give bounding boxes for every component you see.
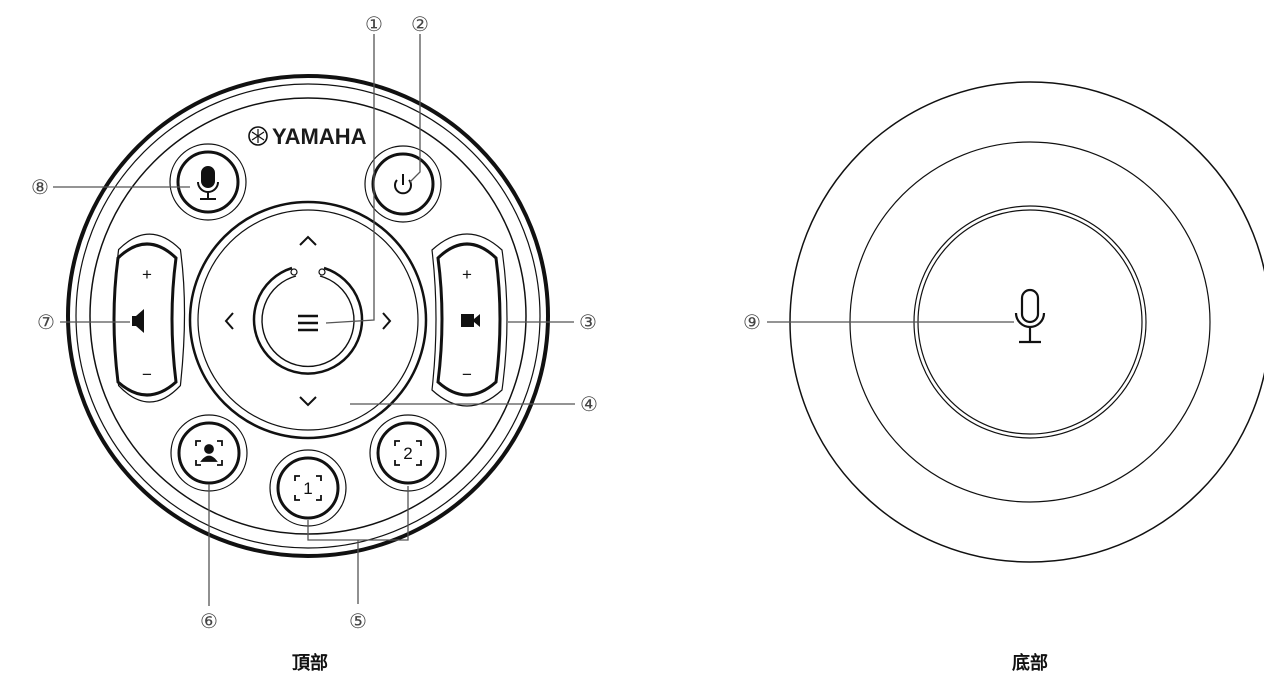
power-icon — [394, 174, 412, 195]
microphone-icon — [197, 166, 219, 200]
callout-8: ⑧ — [31, 175, 49, 199]
leader-lines — [53, 34, 575, 606]
preset-2-button[interactable]: 2 — [369, 414, 447, 492]
preset-2-label: 2 — [403, 444, 412, 463]
device-body-inner-ring — [75, 83, 541, 549]
brand-name: YAMAHA — [272, 124, 367, 149]
nav-pad-bezel — [197, 209, 419, 431]
camera-rocker[interactable]: + − — [431, 233, 508, 407]
top-view: YAMAHA — [31, 12, 598, 673]
arrow-down-icon[interactable] — [299, 396, 317, 407]
arrow-up-icon[interactable] — [299, 235, 317, 246]
person-frame-icon — [195, 440, 223, 466]
menu-icon — [298, 314, 318, 332]
callout-9: ⑨ — [743, 310, 761, 334]
menu-ring-cap-left — [290, 268, 298, 276]
camera-plus-label[interactable]: + — [462, 265, 472, 284]
arrow-left-icon[interactable] — [224, 312, 234, 330]
callout-3: ③ — [579, 310, 597, 334]
top-view-caption: 頂部 — [292, 652, 328, 673]
menu-ring-cap-right — [318, 268, 326, 276]
callout-2: ② — [411, 12, 429, 36]
callout-4: ④ — [580, 392, 598, 416]
preset-1-label: 1 — [303, 479, 312, 498]
bottom-view: ⑨ 底部 — [743, 81, 1264, 673]
callout-1: ① — [365, 12, 383, 36]
bottom-view-caption: 底部 — [1012, 652, 1048, 673]
preset-1-button[interactable]: 1 — [269, 449, 347, 527]
nav-pad-outer[interactable] — [188, 200, 428, 440]
video-camera-icon — [461, 314, 480, 327]
volume-plus-label[interactable]: + — [142, 265, 152, 284]
microphone-icon — [1014, 288, 1046, 344]
brand-logo: YAMAHA — [248, 124, 367, 149]
frame-corners-icon — [394, 440, 422, 466]
tracking-button[interactable] — [170, 414, 248, 492]
speaker-icon — [132, 309, 144, 333]
arrow-right-icon[interactable] — [382, 312, 392, 330]
menu-ring-outer — [252, 266, 364, 375]
tuning-fork-logo-icon — [248, 126, 268, 146]
tuning-fork-marks-icon — [251, 129, 265, 143]
menu-ring-inner — [261, 275, 355, 368]
device-body-outer-ring — [66, 74, 550, 558]
callout-5: ⑤ — [349, 609, 367, 633]
volume-minus-label[interactable]: − — [142, 365, 152, 384]
volume-rocker[interactable]: + − — [112, 233, 186, 403]
callout-6: ⑥ — [200, 609, 218, 633]
mic-mute-button[interactable] — [169, 143, 247, 221]
menu-button[interactable] — [252, 266, 364, 375]
power-button[interactable] — [364, 145, 442, 223]
callout-7: ⑦ — [37, 310, 55, 334]
camera-minus-label[interactable]: − — [462, 365, 472, 384]
frame-corners-icon — [294, 475, 322, 501]
